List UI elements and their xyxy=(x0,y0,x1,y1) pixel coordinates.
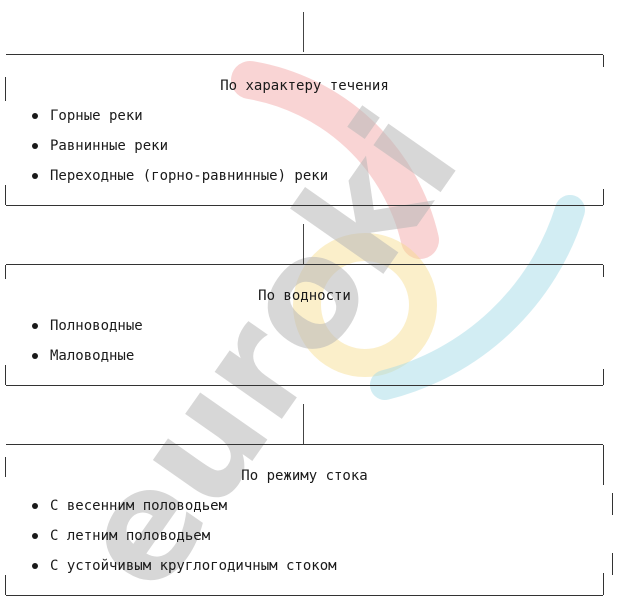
list-item-text: С весенним половодьем xyxy=(50,498,228,514)
box-right-extra-edge xyxy=(612,493,613,515)
list-item: Полноводные xyxy=(32,317,143,347)
list-item: С летним половодьем xyxy=(32,527,337,557)
box-right-edge xyxy=(603,265,604,277)
list-item-text: Полноводные xyxy=(50,318,143,334)
list-item-text: Горные реки xyxy=(50,108,143,124)
bullet-icon xyxy=(32,563,38,569)
list-item-text: С устойчивым круглогодичным стоком xyxy=(50,558,337,574)
classification-box-flow: По характеру течения Горные реки Равнинн… xyxy=(5,54,604,206)
box-right-edge xyxy=(603,55,604,67)
box-right-edge xyxy=(603,445,604,485)
connector-2-3 xyxy=(303,404,304,444)
list-item: С устойчивым круглогодичным стоком xyxy=(32,557,337,587)
classification-box-water: По водности Полноводные Маловодные xyxy=(5,264,604,386)
section-list: Горные реки Равнинные реки Переходные (г… xyxy=(32,107,328,197)
connector-1-2 xyxy=(303,224,304,264)
list-item-text: Равнинные реки xyxy=(50,138,169,154)
bullet-icon xyxy=(32,323,38,329)
bullet-icon xyxy=(32,533,38,539)
box-left-edge xyxy=(5,365,6,385)
box-left-edge xyxy=(5,575,6,595)
section-title: По характеру течения xyxy=(220,78,389,94)
section-list: С весенним половодьем С летним половодье… xyxy=(32,497,337,587)
list-item: Переходные (горно-равнинные) реки xyxy=(32,167,328,197)
bullet-icon xyxy=(32,353,38,359)
box-left-edge xyxy=(5,77,6,101)
box-right-edge xyxy=(603,369,604,385)
section-title: По режиму стока xyxy=(241,468,368,484)
section-title: По водности xyxy=(258,288,351,304)
list-item-text: С летним половодьем xyxy=(50,528,211,544)
box-right-edge xyxy=(603,189,604,205)
box-right-edge xyxy=(603,573,604,595)
box-right-extra-edge xyxy=(612,553,613,575)
list-item: Равнинные реки xyxy=(32,137,328,167)
list-item: Горные реки xyxy=(32,107,328,137)
bullet-icon xyxy=(32,503,38,509)
section-list: Полноводные Маловодные xyxy=(32,317,143,377)
bullet-icon xyxy=(32,173,38,179)
list-item: Маловодные xyxy=(32,347,143,377)
connector-top xyxy=(303,12,304,52)
bullet-icon xyxy=(32,143,38,149)
box-left-edge xyxy=(5,457,6,477)
list-item-text: Маловодные xyxy=(50,348,135,364)
box-left-edge xyxy=(5,185,6,205)
bullet-icon xyxy=(32,113,38,119)
list-item: С весенним половодьем xyxy=(32,497,337,527)
list-item-text: Переходные (горно-равнинные) реки xyxy=(50,168,329,184)
box-left-edge xyxy=(5,265,6,279)
classification-box-runoff: По режиму стока С весенним половодьем С … xyxy=(5,444,613,596)
